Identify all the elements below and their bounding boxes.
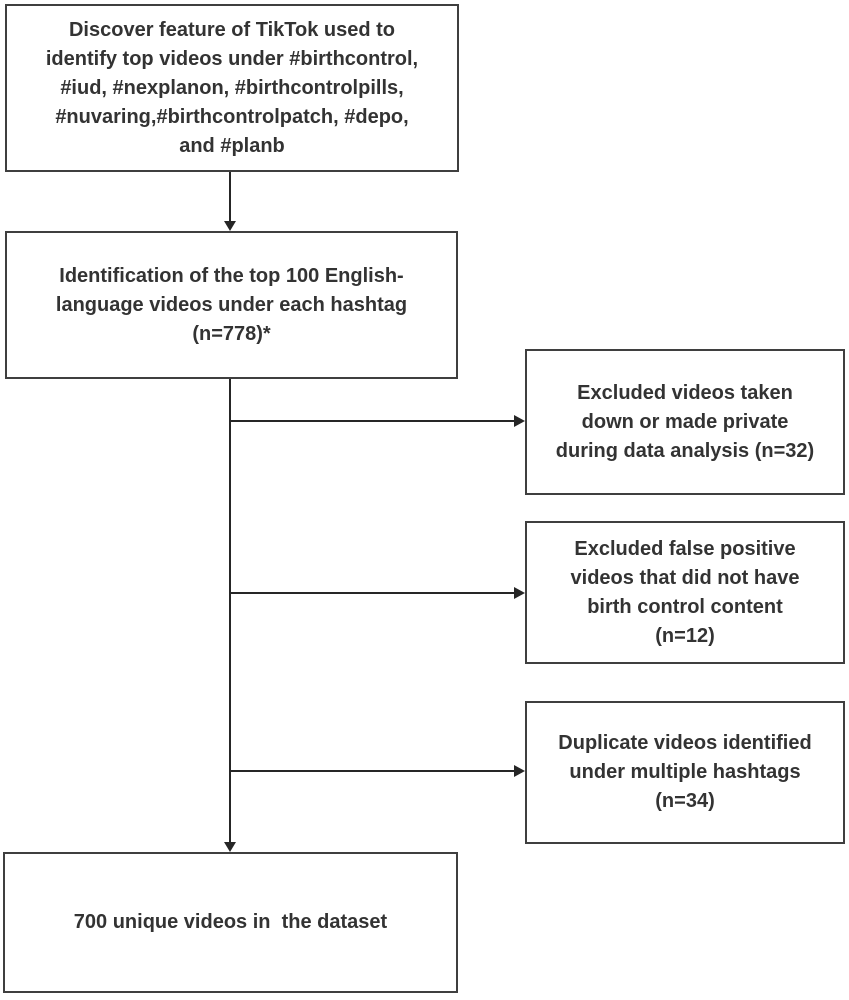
arrowhead-right-icon xyxy=(514,765,525,777)
connector-discover-to-identification xyxy=(229,172,231,224)
box-text-line: Excluded false positive xyxy=(574,537,796,560)
arrowhead-down-icon xyxy=(224,221,236,231)
arrowhead-down-icon xyxy=(224,842,236,852)
box-text-line: down or made private xyxy=(581,410,789,433)
box-text-line: videos that did not have xyxy=(570,566,800,589)
box-text-line: (n=12) xyxy=(655,624,715,647)
box-text-line: language videos under each hashtag xyxy=(55,293,408,316)
box-identification: Identification of the top 100 English- l… xyxy=(5,231,458,379)
box-text-line: identify top videos under #birthcontrol, xyxy=(45,47,419,70)
box-text-line: (n=778)* xyxy=(192,322,271,345)
box-text-line: #nuvaring,#birthcontrolpatch, #depo, xyxy=(55,105,409,128)
connector-identification-to-final xyxy=(229,379,231,844)
box-text-line: (n=34) xyxy=(655,790,715,812)
arrowhead-right-icon xyxy=(514,587,525,599)
box-duplicate-videos: Duplicate videos identified under multip… xyxy=(525,701,845,844)
box-discover-feature: Discover feature of TikTok used to ident… xyxy=(5,4,459,172)
box-excluded-taken-down: Excluded videos taken down or made priva… xyxy=(525,349,845,495)
box-text-line: #iud, #nexplanon, #birthcontrolpills, xyxy=(60,76,404,99)
connector-to-excluded-taken-down xyxy=(230,420,515,422)
box-text-line: during data analysis (n=32) xyxy=(555,439,815,462)
box-text-line: Duplicate videos identified xyxy=(558,732,812,754)
box-text-line: Excluded videos taken xyxy=(577,381,793,404)
box-final-dataset: 700 unique videos in the dataset xyxy=(3,852,458,993)
box-text-line: under multiple hashtags xyxy=(569,761,801,783)
box-excluded-false-positive: Excluded false positive videos that did … xyxy=(525,521,845,664)
box-text-line: and #planb xyxy=(179,134,285,157)
arrowhead-right-icon xyxy=(514,415,525,427)
connector-to-duplicate xyxy=(230,770,515,772)
box-text-line: 700 unique videos in the dataset xyxy=(73,911,388,933)
box-text-line: Discover feature of TikTok used to xyxy=(68,18,395,41)
connector-to-excluded-false-positive xyxy=(230,592,515,594)
box-text-line: birth control content xyxy=(587,595,783,618)
box-text-line: Identification of the top 100 English- xyxy=(59,264,404,287)
